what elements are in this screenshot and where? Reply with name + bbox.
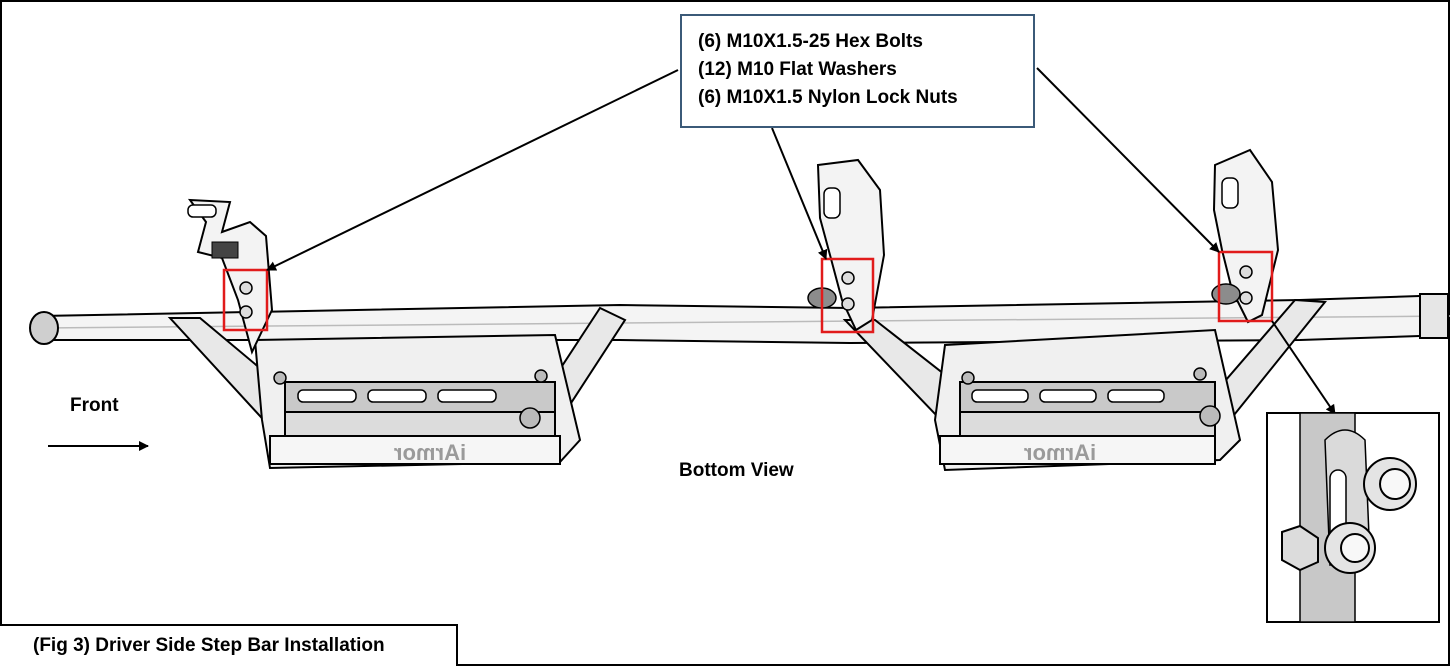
bolt-highlight-middle	[820, 257, 875, 334]
bottom-view-label: Bottom View	[679, 460, 794, 481]
bolt-highlight-boxes	[222, 250, 1274, 334]
detail-inset	[1266, 412, 1440, 623]
arrow-to-rear-bracket	[266, 69, 679, 271]
callout-line-flat-washers: (12) M10 Flat Washers	[698, 59, 897, 80]
bolt-highlight-rear	[222, 268, 269, 332]
arrow-to-middle-bracket	[771, 127, 828, 260]
callout-line-hex-bolts: (6) M10X1.5-25 Hex Bolts	[698, 31, 923, 52]
front-label: Front	[70, 395, 119, 416]
arrow-to-detail-inset	[1271, 320, 1336, 415]
brand-mark-rear-pad: iArmor	[394, 440, 467, 465]
figure-caption-box: (Fig 3) Driver Side Step Bar Installatio…	[0, 624, 458, 666]
arrow-to-front-bracket	[1036, 67, 1220, 253]
mounting-bracket-front	[1211, 148, 1280, 324]
brand-mark-front-pad: iArmor	[1024, 440, 1097, 465]
callout-arrows	[48, 67, 1336, 451]
step-pad-rear	[253, 333, 582, 470]
hardware-callout: (6) M10X1.5-25 Hex Bolts (12) M10 Flat W…	[680, 14, 1035, 128]
bolt-highlight-front	[1217, 250, 1274, 323]
step-pad-front	[933, 328, 1242, 472]
callout-line-lock-nuts: (6) M10X1.5 Nylon Lock Nuts	[698, 87, 958, 108]
figure-caption: (Fig 3) Driver Side Step Bar Installatio…	[33, 635, 385, 656]
